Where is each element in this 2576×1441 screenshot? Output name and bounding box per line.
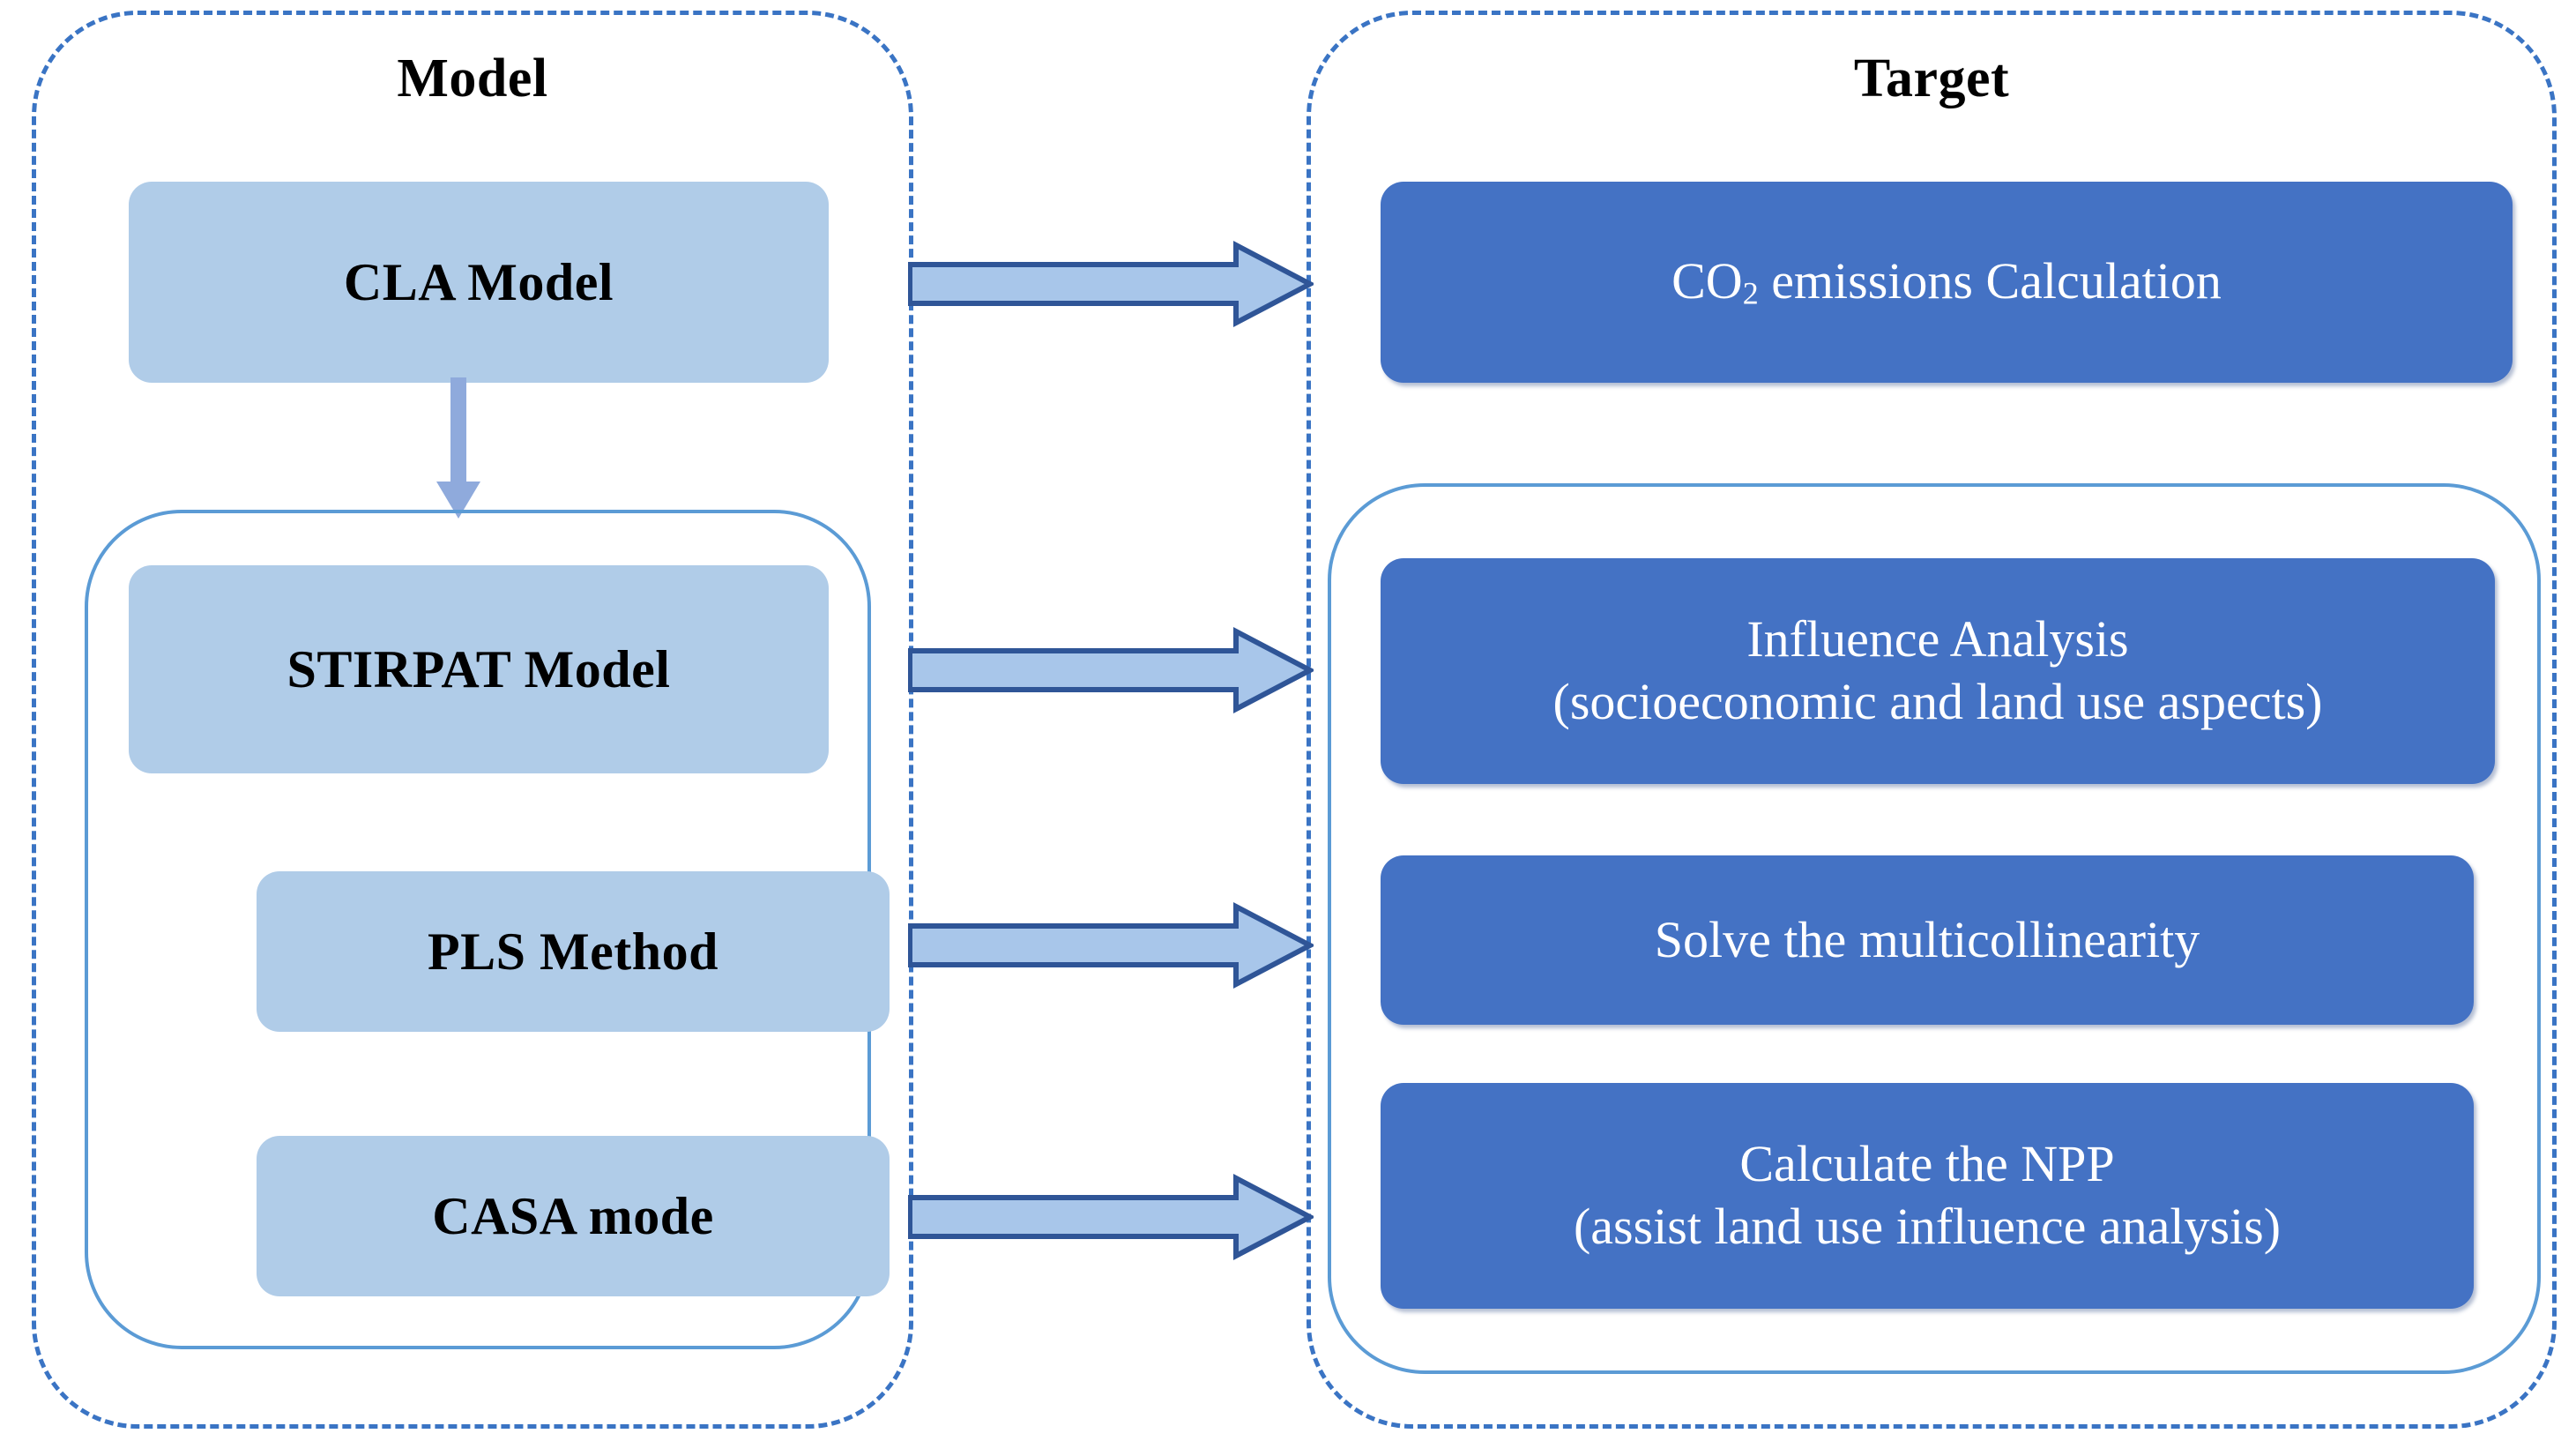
node-co2-emissions-calculation-label: CO2 emissions Calculation [1671, 250, 2222, 313]
arrow-stirpat-to-influence [908, 627, 1314, 713]
node-cla-model-label: CLA Model [343, 252, 614, 311]
arrow-casa-to-npp [908, 1174, 1314, 1260]
node-calculate-npp-line2: (assist land use influence analysis) [1573, 1198, 2282, 1255]
node-calculate-npp-line1: Calculate the NPP [1739, 1135, 2115, 1193]
co2-subscript: 2 [1742, 275, 1759, 311]
node-pls-method[interactable]: PLS Method [257, 871, 890, 1032]
arrow-cla-to-co2 [908, 241, 1314, 327]
node-influence-analysis-line2: (socioeconomic and land use aspects) [1552, 673, 2323, 730]
node-solve-multicollinearity[interactable]: Solve the multicollinearity [1381, 855, 2474, 1025]
model-panel-dashed-border [32, 11, 913, 1429]
target-panel-title: Target [1853, 49, 2010, 108]
node-solve-multicollinearity-label: Solve the multicollinearity [1654, 910, 2200, 968]
target-inner-container [1328, 483, 2541, 1374]
node-casa-mode[interactable]: CASA mode [257, 1136, 890, 1296]
node-co2-emissions-calculation[interactable]: CO2 emissions Calculation [1381, 182, 2513, 383]
co2-formula-text: CO [1671, 252, 1743, 310]
model-panel-title: Model [397, 49, 548, 108]
node-influence-analysis-line1: Influence Analysis [1746, 610, 2129, 668]
node-pls-method-label: PLS Method [427, 922, 719, 981]
node-stirpat-model-label: STIRPAT Model [287, 639, 671, 698]
node-stirpat-model[interactable]: STIRPAT Model [129, 565, 829, 773]
target-panel-dashed-border [1307, 11, 2557, 1429]
node-cla-model[interactable]: CLA Model [129, 182, 829, 383]
co2-rest-text: emissions Calculation [1758, 252, 2222, 310]
node-casa-mode-label: CASA mode [432, 1186, 714, 1245]
node-calculate-npp[interactable]: Calculate the NPP (assist land use influ… [1381, 1083, 2474, 1309]
arrow-pls-to-multicollinearity [908, 902, 1314, 989]
node-influence-analysis[interactable]: Influence Analysis (socioeconomic and la… [1381, 558, 2495, 784]
arrow-cla-to-stirpat [436, 377, 480, 519]
